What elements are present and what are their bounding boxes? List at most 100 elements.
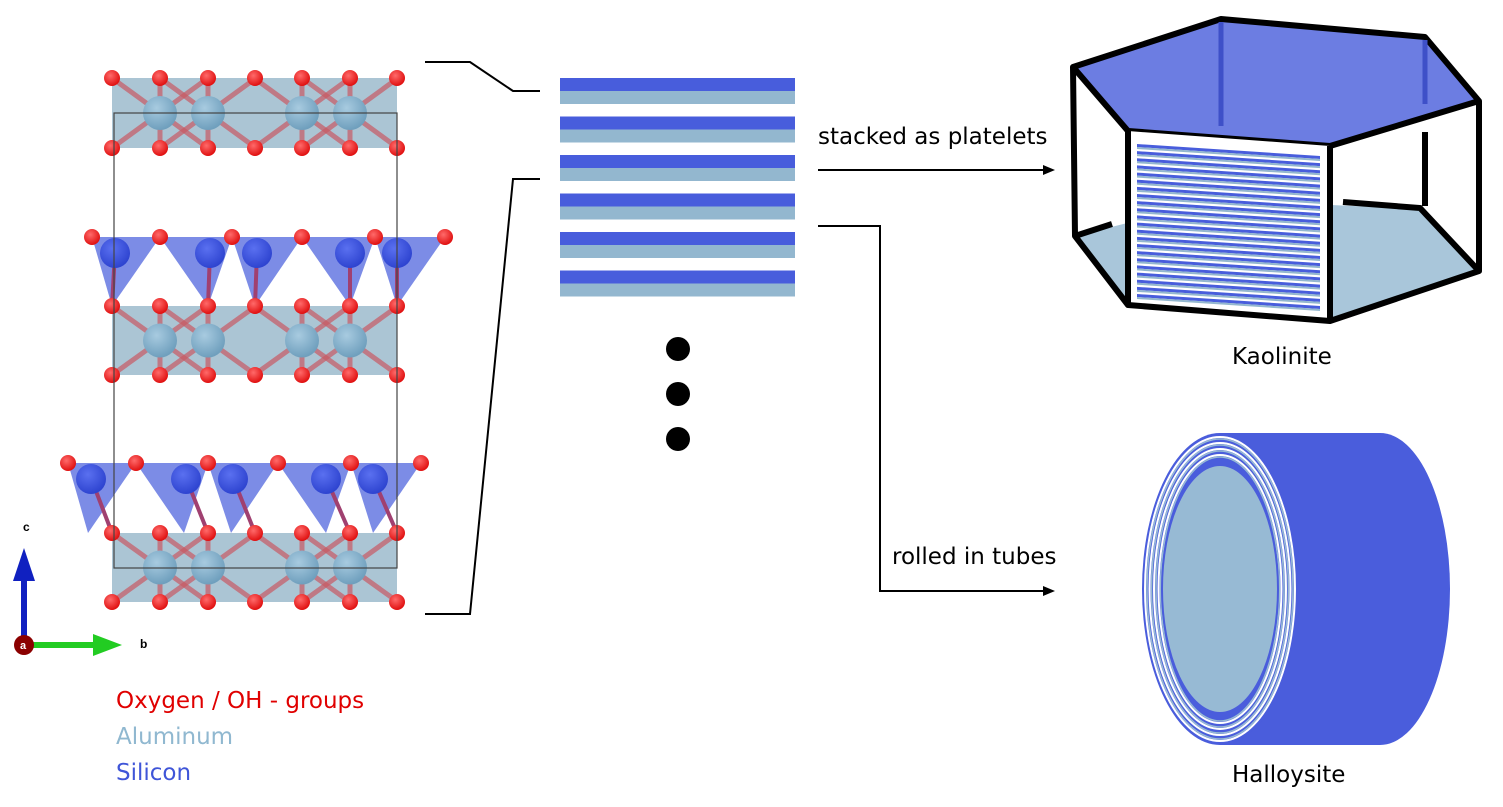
tube-roll-ring-al	[1146, 438, 1294, 740]
oxygen-atom	[152, 525, 168, 541]
platelet-stripe-al	[1137, 247, 1320, 261]
oxygen-atom	[200, 367, 216, 383]
platelet-stripe-al	[1137, 182, 1320, 197]
oxygen-atom	[152, 70, 168, 86]
axis-triad	[13, 548, 122, 656]
silicon-atom	[335, 238, 365, 268]
oxygen-atom	[247, 525, 263, 541]
kaolinite-hexagonal-platelet	[1070, 16, 1482, 324]
aluminum-layer	[560, 206, 795, 220]
platelet-stripe-si	[1137, 258, 1320, 274]
tube-roll-ring	[1144, 436, 1296, 742]
oxygen-atom	[104, 594, 120, 610]
platelet-stripe-al	[1137, 282, 1320, 297]
platelet-stripe-si	[1137, 201, 1320, 217]
platelet-stripe-si	[1137, 294, 1320, 309]
continuation-dot	[666, 427, 690, 451]
axis-a-label: a	[20, 640, 27, 652]
platelet-stripe-al	[1137, 154, 1320, 169]
tube-roll-ring	[1153, 448, 1287, 730]
platelet-stripe-si	[1137, 144, 1320, 159]
platelets-arrowhead	[1043, 165, 1055, 175]
oxygen-atom	[152, 140, 168, 156]
oxygen-atom	[247, 594, 263, 610]
oxygen-atom	[367, 229, 383, 245]
platelet-stripe-si	[1137, 286, 1320, 302]
oxygen-atom	[342, 70, 358, 86]
oxygen-atom	[294, 594, 310, 610]
oxygen-atom	[200, 140, 216, 156]
platelet-stripe-si	[1137, 244, 1320, 259]
platelet-stripe-al	[1137, 254, 1320, 269]
continuation-dot	[666, 382, 690, 406]
platelet-stripe-si	[1137, 165, 1320, 181]
platelet-stripe-al	[1137, 289, 1320, 304]
oxygen-atom	[413, 455, 429, 471]
aluminum-layer	[560, 168, 795, 181]
aluminum-atom	[285, 323, 319, 358]
oxygen-atom	[389, 594, 405, 610]
silicon-layer	[560, 116, 795, 130]
aluminum-layer	[560, 91, 795, 104]
platelet-stripe-si	[1137, 229, 1320, 245]
platelet-stripe-al	[1137, 275, 1320, 290]
oxygen-atom	[84, 229, 100, 245]
platelet-stripe-si	[1137, 179, 1320, 195]
silicon-atom	[171, 464, 201, 494]
oxygen-atom	[152, 229, 168, 245]
oxygen-atom	[247, 70, 263, 86]
platelet-stripe-si	[1137, 215, 1320, 231]
oxygen-atom	[104, 367, 120, 383]
oxygen-atom	[200, 594, 216, 610]
oxygen-atom	[294, 367, 310, 383]
tube-roll-ring	[1157, 454, 1283, 724]
oxygen-atom	[342, 525, 358, 541]
continuation-dot	[666, 337, 690, 361]
axis-c-label: c	[23, 520, 30, 534]
platelet-stripe-si	[1137, 236, 1320, 252]
oxygen-atom	[247, 367, 263, 383]
aluminum-atom	[333, 323, 367, 358]
platelet-stripe-si	[1137, 186, 1320, 202]
rolled-in-tubes-label: rolled in tubes	[892, 544, 1057, 570]
oxygen-atom	[152, 367, 168, 383]
crystal-structure	[60, 70, 453, 610]
layer-pair	[560, 193, 795, 220]
oxygen-atom	[294, 70, 310, 86]
platelet-stripe-al	[1137, 168, 1320, 183]
back-floor-edge	[1074, 221, 1113, 239]
oxygen-atom	[200, 525, 216, 541]
aluminum-atom	[191, 323, 225, 358]
legend-aluminum: Aluminum	[116, 724, 234, 750]
silicon-atom	[242, 238, 272, 268]
tube-roll-ring-al	[1150, 444, 1290, 734]
back-floor-edge	[1342, 199, 1482, 274]
hexagon-top	[1070, 16, 1482, 149]
oxygen-atom	[294, 525, 310, 541]
kaolinite-label: Kaolinite	[1232, 344, 1332, 370]
oxygen-atom	[343, 455, 359, 471]
silicon-atom	[100, 238, 130, 268]
legend-oxygen: Oxygen / OH - groups	[116, 688, 365, 714]
oxygen-atom	[247, 140, 263, 156]
layer-pair	[560, 155, 795, 181]
bottom-bracket-line	[425, 178, 540, 615]
layer-pair	[560, 116, 795, 143]
unit-cell-outline	[113, 112, 398, 569]
platelet-stripe-si	[1137, 158, 1320, 174]
legend-silicon: Silicon	[116, 760, 192, 786]
oxygen-atom	[294, 229, 310, 245]
top-bracket-line	[425, 61, 540, 92]
platelet-stripe-al	[1137, 197, 1320, 211]
tube-roll-ring	[1148, 442, 1292, 736]
silicon-atom	[358, 464, 388, 494]
tube-roll-ring-al	[1159, 456, 1281, 722]
oxygen-atom	[294, 298, 310, 314]
tube-end-face	[1161, 464, 1279, 714]
layer-pair	[560, 232, 795, 258]
silicon-atom	[195, 238, 225, 268]
oxygen-atom	[200, 70, 216, 86]
oxygen-atom	[152, 594, 168, 610]
